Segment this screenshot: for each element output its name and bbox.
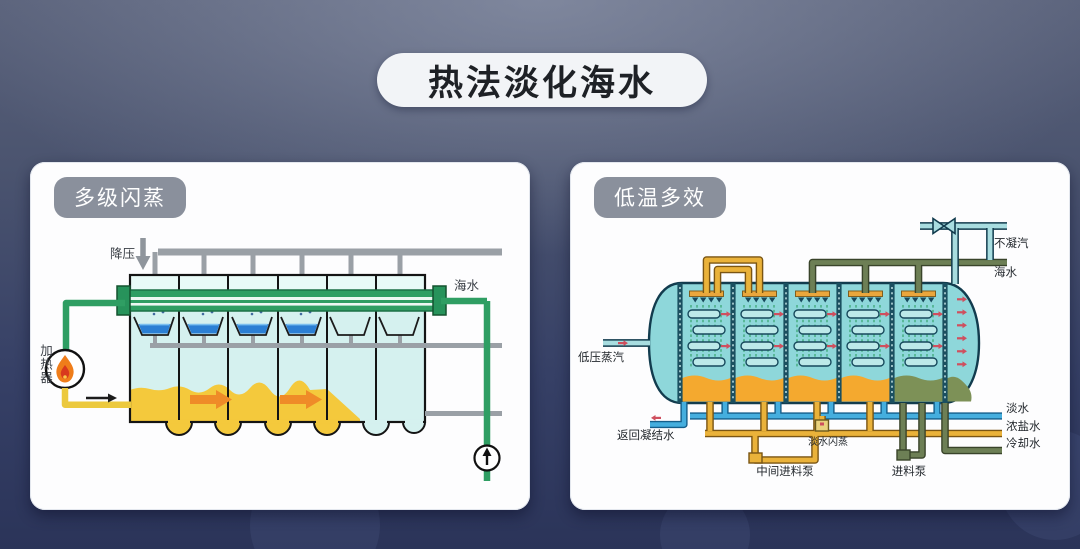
condenser-tube — [116, 285, 447, 316]
low-pressure-steam-label: 低压蒸汽 — [578, 350, 624, 364]
brine-pipe — [705, 402, 1002, 464]
fresh-water-flash-label: 淡水闪蒸 — [808, 435, 848, 448]
evaporator-vessel — [647, 281, 981, 405]
brine-pools — [682, 375, 972, 402]
cooling-water-pipe — [896, 403, 1002, 461]
distillate-pipe — [150, 335, 502, 348]
vacuum-pipe — [152, 248, 502, 275]
panel-badge: 多级闪蒸 — [54, 177, 186, 218]
heated-brine-pipe — [61, 388, 131, 408]
panel-low-temp-multi-effect: 低温多效 — [570, 162, 1070, 510]
multi-effect-diagram: 低温多效 — [578, 177, 1041, 478]
ejector-valve-icon — [932, 216, 956, 236]
panel-badge-label: 低温多效 — [614, 187, 706, 210]
multi-stage-flash-diagram: 多级闪蒸 降压 — [44, 177, 502, 481]
intermediate-feed-pump-icon — [748, 452, 763, 464]
intermediate-feed-pump-label: 中间进料泵 — [756, 464, 814, 478]
page-title-text: 热法淡化海水 — [427, 63, 656, 103]
fresh-water-pipe — [650, 402, 1002, 429]
panel-badge: 低温多效 — [594, 177, 726, 218]
cooling-water-label: 冷却水 — [1006, 437, 1041, 450]
depressurize-label: 降压 — [110, 247, 135, 261]
vessel-sumps — [164, 419, 427, 436]
panel-badge-label: 多级闪蒸 — [74, 187, 166, 210]
panel-multi-stage-flash: 多级闪蒸 降压 — [30, 162, 530, 510]
feed-pump-label: 进料泵 — [892, 464, 927, 478]
down-arrow-icon — [135, 238, 151, 270]
feed-pump-icon — [896, 449, 911, 461]
recirculation-pipe — [62, 299, 125, 351]
fresh-water-label: 淡水 — [1006, 402, 1029, 415]
feed-pipe-yellow — [702, 256, 764, 293]
pump-icon — [473, 444, 501, 472]
steam-inlet-pipe — [603, 339, 650, 347]
seawater-feed-pipe — [808, 258, 1007, 293]
concentrated-brine-label: 浓盐水 — [1006, 420, 1041, 433]
seawater-label: 海水 — [994, 265, 1017, 279]
return-condensate-label: 返回凝结水 — [617, 428, 675, 442]
non-condensable-label: 不凝汽 — [994, 236, 1029, 250]
brine-flow-arrow-icon — [190, 390, 322, 409]
brine-pool — [130, 380, 360, 421]
flow-arrow-icon — [86, 393, 117, 403]
effect-walls — [677, 283, 948, 403]
seawater-label: 海水 — [454, 278, 480, 293]
page-title: 热法淡化海水 — [377, 53, 707, 107]
heater-label: 加热器 — [38, 344, 52, 385]
